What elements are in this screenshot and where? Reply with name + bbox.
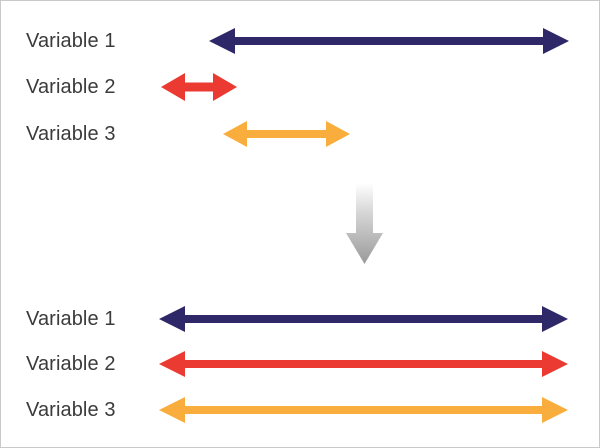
after-panel-label-2: Variable 2 [26,353,116,375]
before-panel-arrow-1 [209,28,569,54]
after-panel-label-1: Variable 1 [26,308,116,330]
before-panel-arrow-3 [223,121,350,147]
after-panel-arrow-1 [159,306,568,332]
after-panel-label-3: Variable 3 [26,399,116,421]
before-panel-arrow-2 [161,73,237,101]
before-panel-label-2: Variable 2 [26,76,116,98]
downward-transition-arrow [346,183,383,264]
after-panel-arrow-3 [159,397,568,423]
before-panel-label-3: Variable 3 [26,123,116,145]
after-panel-arrow-2 [159,351,568,377]
arrow-shape-group [159,28,569,423]
before-panel-label-1: Variable 1 [26,30,116,52]
